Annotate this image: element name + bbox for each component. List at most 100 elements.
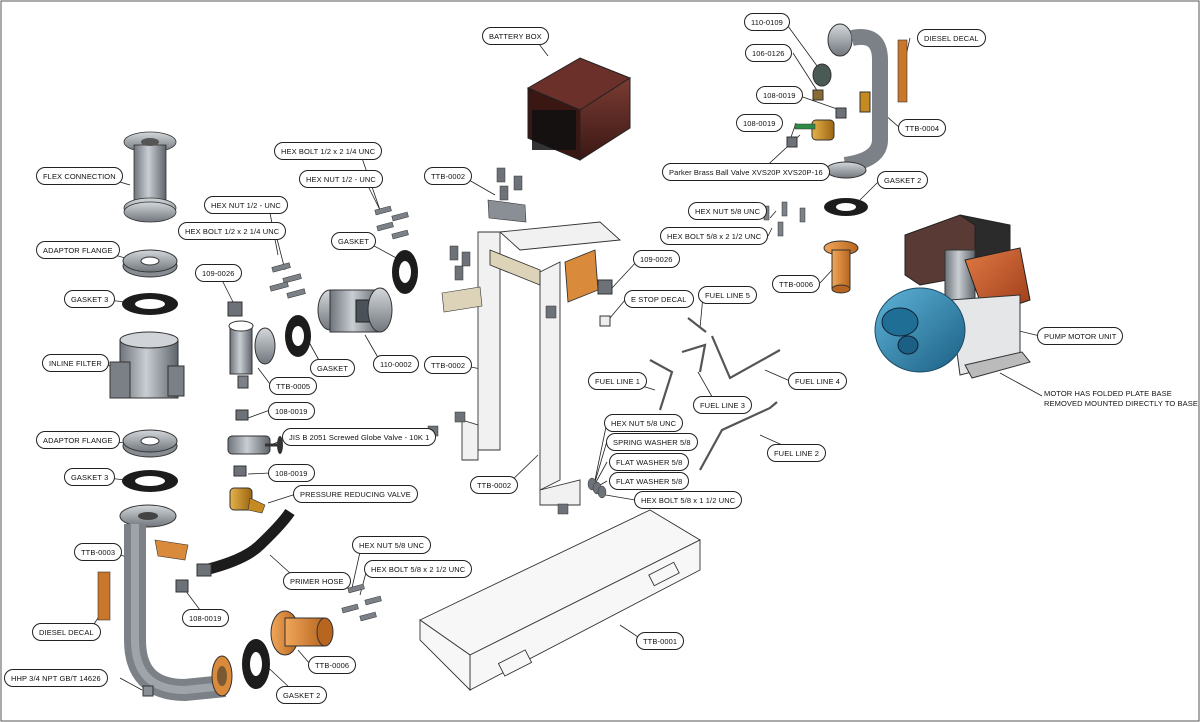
callout-flat-washer-a: FLAT WASHER 5/8 <box>609 453 690 471</box>
callout-108-0019-e: 108-0019 <box>736 114 783 132</box>
gasket-2-bottom-part <box>242 639 270 689</box>
109-0026-right-part <box>597 279 613 295</box>
ttb-0005-part <box>227 301 276 389</box>
callout-106-0126: 106-0126 <box>745 44 792 62</box>
callout-hex-nut-58-top: HEX NUT 5/8 UNC <box>688 202 768 220</box>
callout-hex-nut-half-left: HEX NUT 1/2 - UNC <box>204 196 288 214</box>
110-0002-part <box>317 287 393 333</box>
bolts-top <box>374 205 409 240</box>
callout-hhp-fitting: HHP 3/4 NPT GB/T 14626 <box>4 669 108 687</box>
callout-hex-bolt-58-bottom: HEX BOLT 5/8 x 2 1/2 UNC <box>364 560 473 578</box>
callout-ttb-0006-bottom: TTB-0006 <box>308 656 357 674</box>
ttb-0002-frame-part <box>461 221 622 506</box>
adaptor-flange-bottom-part <box>122 429 178 458</box>
callout-109-0026-left: 109-0026 <box>195 264 242 282</box>
diesel-decal-right-part <box>897 39 908 103</box>
callout-ttb-0002-c: TTB-0002 <box>470 476 519 494</box>
callout-gasket-2-bottom: GASKET 2 <box>276 686 328 704</box>
callout-109-0026-right: 109-0026 <box>633 250 680 268</box>
adaptor-flange-top-part <box>122 249 178 278</box>
callout-globe-valve: JIS B 2051 Screwed Globe Valve - 10K 1 <box>282 428 437 446</box>
callout-e-stop-decal: E STOP DECAL <box>624 290 694 308</box>
108-0019-d-part <box>835 107 847 119</box>
ttb-0006-top-part <box>823 240 859 294</box>
plate-part <box>441 286 483 313</box>
pump-motor-part <box>874 214 1031 379</box>
gasket-3-bottom-part <box>122 470 178 492</box>
fuel-line-3-part <box>681 343 707 373</box>
callout-fuel-line-4: FUEL LINE 4 <box>788 372 848 390</box>
callout-gasket-3-top: GASKET 3 <box>64 290 116 308</box>
callout-inline-filter: INLINE FILTER <box>42 354 109 372</box>
108-0019-c-part <box>175 579 189 593</box>
callout-motor-note: MOTOR HAS FOLDED PLATE BASE REMOVED MOUN… <box>1044 389 1198 408</box>
bolts-frame <box>427 167 569 515</box>
ttb-0001-base-part <box>419 509 701 692</box>
callout-fuel-line-3: FUEL LINE 3 <box>693 396 753 414</box>
callout-ball-valve: Parker Brass Ball Valve XVS20P XVS20P-16 <box>662 163 830 181</box>
ttb-0003-part <box>119 504 233 702</box>
callout-fuel-line-5: FUEL LINE 5 <box>698 286 758 304</box>
callout-battery-box: BATTERY BOX <box>482 27 549 45</box>
e-stop-decal-part <box>599 315 611 327</box>
callout-pump-motor: PUMP MOTOR UNIT <box>1037 327 1124 345</box>
battery-box-part <box>526 57 632 161</box>
callout-110-0002: 110-0002 <box>373 355 419 373</box>
callout-ttb-0002-b: TTB-0002 <box>424 356 473 374</box>
gasket-3-top-part <box>122 293 178 315</box>
globe-valve-part <box>227 435 283 455</box>
callout-gasket-3-bottom: GASKET 3 <box>64 468 116 486</box>
callout-110-0109: 110-0109 <box>744 13 790 31</box>
fuel-line-1-part <box>649 359 674 411</box>
callout-gasket-2-top: GASKET 2 <box>877 171 929 189</box>
callout-diesel-decal-left: DIESEL DECAL <box>32 623 101 641</box>
callout-hex-nut-58-mid: HEX NUT 5/8 UNC <box>604 414 684 432</box>
bolts-bottom <box>341 583 382 622</box>
callout-flex-connection: FLEX CONNECTION <box>36 167 123 185</box>
gasket-lower-part <box>285 315 311 357</box>
gasket-upper-part <box>392 250 418 294</box>
callout-hex-bolt-58-mid: HEX BOLT 5/8 x 1 1/2 UNC <box>634 491 743 509</box>
callout-gasket-lower: GASKET <box>310 359 356 377</box>
callout-ttb-0006-top: TTB-0006 <box>772 275 821 293</box>
callout-108-0019-b: 108-0019 <box>268 464 315 482</box>
callout-hex-bolt-58-top: HEX BOLT 5/8 x 2 1/2 UNC <box>660 227 769 245</box>
fuel-line-4-part <box>710 335 781 380</box>
ttb-0004-part <box>825 23 888 179</box>
108-0019-e-part <box>786 136 798 148</box>
callout-ttb-0002-a: TTB-0002 <box>424 167 473 185</box>
pressure-reducing-valve-part <box>229 487 266 514</box>
110-0109-part <box>812 63 832 87</box>
callout-adaptor-flange-top: ADAPTOR FLANGE <box>36 241 120 259</box>
callout-hex-bolt-half-top: HEX BOLT 1/2 x 2 1/4 UNC <box>274 142 383 160</box>
fuel-line-2-part <box>699 401 778 471</box>
callout-ttb-0003: TTB-0003 <box>74 543 123 561</box>
fuel-lines <box>649 317 781 471</box>
fuel-line-5-part <box>687 317 707 333</box>
inline-filter-part <box>109 331 185 399</box>
106-0126-part <box>812 89 824 101</box>
callout-108-0019-a: 108-0019 <box>268 402 315 420</box>
callout-pressure-valve: PRESSURE REDUCING VALVE <box>293 485 418 503</box>
callout-ttb-0004: TTB-0004 <box>898 119 947 137</box>
washer-stack <box>587 477 607 499</box>
108-0019-a-part <box>235 409 249 421</box>
gasket-2-top-part <box>824 198 868 216</box>
callout-diesel-decal-right: DIESEL DECAL <box>917 29 986 47</box>
callout-gasket-upper: GASKET <box>331 232 377 250</box>
callout-spring-washer: SPRING WASHER 5/8 <box>606 433 698 451</box>
callout-hex-bolt-half-left: HEX BOLT 1/2 x 2 1/4 UNC <box>178 222 287 240</box>
bolts-left <box>269 262 306 299</box>
callout-ttb-0005: TTB-0005 <box>269 377 318 395</box>
callout-hex-nut-58-bottom: HEX NUT 5/8 UNC <box>352 536 432 554</box>
callout-108-0019-c: 108-0019 <box>182 609 229 627</box>
callout-adaptor-flange-bottom: ADAPTOR FLANGE <box>36 431 120 449</box>
callout-108-0019-d: 108-0019 <box>756 86 803 104</box>
callout-hex-nut-half-top: HEX NUT 1/2 - UNC <box>299 170 383 188</box>
ttb-0006-bottom-part <box>270 610 334 656</box>
callout-fuel-line-1: FUEL LINE 1 <box>588 372 648 390</box>
callout-primer-hose: PRIMER HOSE <box>283 572 351 590</box>
